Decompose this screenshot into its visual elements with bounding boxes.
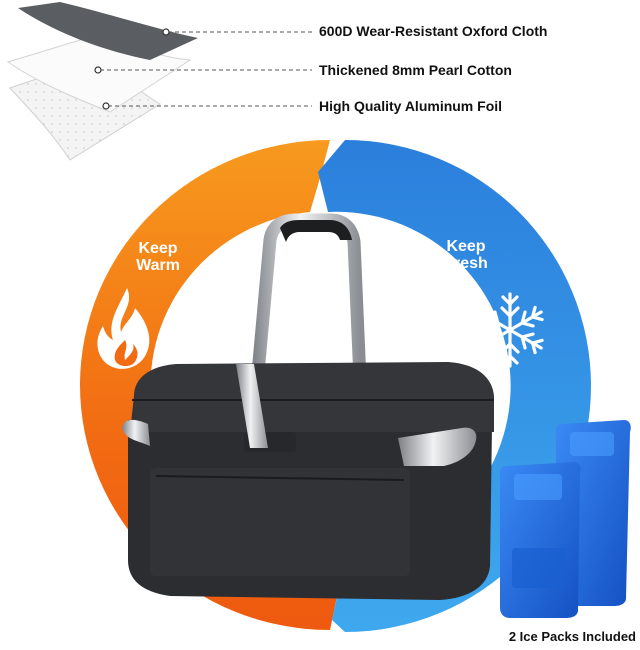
material-layers — [6, 2, 198, 161]
keep-fresh-line2: Fresh — [444, 255, 488, 272]
leader-dot — [94, 66, 102, 74]
bag-handle — [245, 213, 367, 441]
layer-label-pearl-cotton: Thickened 8mm Pearl Cotton — [319, 62, 512, 78]
cooler-bag — [122, 362, 494, 600]
ice-packs-caption: 2 Ice Packs Included — [508, 629, 636, 644]
leader-dot — [162, 28, 170, 36]
keep-fresh-line1: Keep — [446, 238, 486, 255]
keep-warm-line2: Warm — [136, 257, 180, 274]
keep-warm-label: Keep Warm — [118, 240, 198, 274]
leader-dot — [102, 102, 110, 110]
snowflake-icon — [473, 292, 547, 368]
layer-label-foil: High Quality Aluminum Foil — [319, 98, 503, 114]
leader-lines — [100, 31, 312, 107]
ice-pack-front — [500, 462, 581, 618]
cloth-layer — [18, 2, 198, 60]
keep-warm-line1: Keep — [138, 240, 178, 257]
layer-label-oxford: 600D Wear-Resistant Oxford Cloth — [319, 23, 548, 39]
keep-fresh-label: Keep Fresh — [426, 238, 506, 272]
flame-icon — [97, 288, 150, 369]
